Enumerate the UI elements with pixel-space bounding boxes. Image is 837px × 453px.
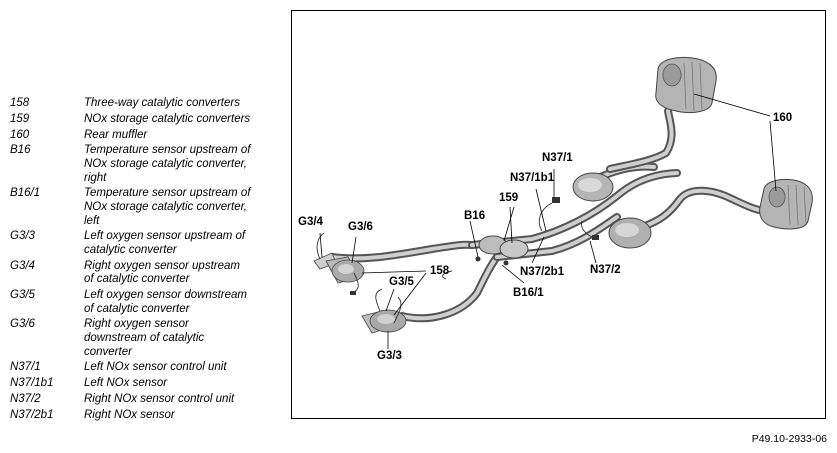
legend-description-line: of catalytic converter [84,273,190,286]
legend-description-line: Left oxygen sensor downstream [84,289,248,302]
rear-muffler-left [655,56,717,114]
legend-description: Left NOx sensor control unit [84,361,288,375]
legend-description-line: Temperature sensor upstream of [84,144,251,157]
three-way-catalytic-converter-left [361,309,407,334]
legend-code: G3/5 [10,289,35,302]
legend-description: Right NOx sensor control unit [84,393,288,407]
legend-description-line: Right oxygen sensor upstream [84,259,240,272]
legend-description-line: Left NOx sensor control unit [84,361,227,374]
legend-description-line: Right NOx sensor control unit [84,392,235,405]
legend-description-line: left [84,214,100,227]
legend-row: 160 Rear muffler [10,129,288,143]
legend-description-line: Right NOx sensor [84,408,175,421]
legend-code: N37/1 [10,361,41,374]
legend-description-line: converter [84,345,132,358]
exhaust-system-diagram: 160 N37/1 N37/1b1 159 B16 G3/4 G3/6 158 … [298,56,813,362]
legend-description-line: of catalytic converter [84,302,190,315]
legend-description-line: Three-way catalytic converters [84,97,240,109]
legend-code: B16 [10,144,31,157]
diagram-frame: 160 N37/1 N37/1b1 159 B16 G3/4 G3/6 158 … [291,10,826,419]
legend-description-line: Temperature sensor upstream of [84,187,251,200]
callouts: 160 N37/1 N37/1b1 159 B16 G3/4 G3/6 158 … [298,112,792,362]
legend-description-line: Left oxygen sensor upstream of [84,230,246,243]
legend-description-line: Rear muffler [84,128,148,141]
legend-description-line: right [84,171,107,184]
legend-code: G3/4 [10,259,35,272]
callout-b16-1: B16/1 [513,287,544,299]
nox-storage-catalytic-converters [478,172,652,259]
legend-code: B16/1 [10,187,41,200]
legend-description-line: NOx storage catalytic converters [84,112,251,125]
callout-n37-1: N37/1 [542,152,573,164]
legend-description: NOx storage catalytic converters [84,113,288,127]
legend-code: G3/6 [10,318,35,331]
callout-159: 159 [499,192,518,204]
legend-description: Left NOx sensor [84,377,288,391]
legend-row: N37/2 Right NOx sensor control unit [10,393,288,407]
legend-code: N37/2b1 [10,408,54,421]
callout-158: 158 [430,265,450,277]
legend-code: 159 [10,112,30,125]
callout-g3-5: G3/5 [389,276,415,288]
exhaust-pipes [328,107,771,323]
sensor-wiring [316,197,599,324]
leader-lines [319,93,777,349]
legend-code: G3/3 [10,230,35,243]
legend-description: Three-way catalytic converters [84,97,288,111]
callout-g3-6: G3/6 [348,221,373,233]
legend-description-line: downstream of catalytic [84,332,205,344]
legend-description-line: Right oxygen sensor [84,318,189,331]
legend-code: N37/1b1 [10,377,54,390]
legend-row: N37/1 Left NOx sensor control unit [10,361,288,375]
legend-code: 158 [10,97,30,109]
callout-160: 160 [773,112,792,124]
legend-description-line: NOx storage catalytic converter, [84,157,247,170]
three-way-catalytic-converter-right [313,252,365,284]
legend-description-line: catalytic converter [84,243,177,256]
legend-row: N37/2b1 Right NOx sensor [10,409,288,423]
legend-description: Rear muffler [84,129,288,143]
legend-description-line: NOx storage catalytic converter, [84,200,247,213]
legend-row: 159 NOx storage catalytic converters [10,113,288,127]
callout-b16: B16 [464,210,485,222]
legend-code: 160 [10,128,30,141]
legend-code: N37/2 [10,392,41,405]
callout-n37-2b1: N37/2b1 [520,266,565,278]
callout-g3-4: G3/4 [298,216,324,228]
legend-row: N37/1b1 Left NOx sensor [10,377,288,391]
figure-reference: P49.10-2933-06 [751,433,827,445]
callout-g3-3: G3/3 [377,350,402,362]
rear-muffler-right [759,178,813,230]
legend-description: Right NOx sensor [84,409,288,423]
callout-n37-1b1: N37/1b1 [510,172,555,184]
legend-row: 158 Three-way catalytic converters [10,97,288,111]
callout-n37-2: N37/2 [590,264,621,276]
legend-description-line: Left NOx sensor [84,377,168,390]
